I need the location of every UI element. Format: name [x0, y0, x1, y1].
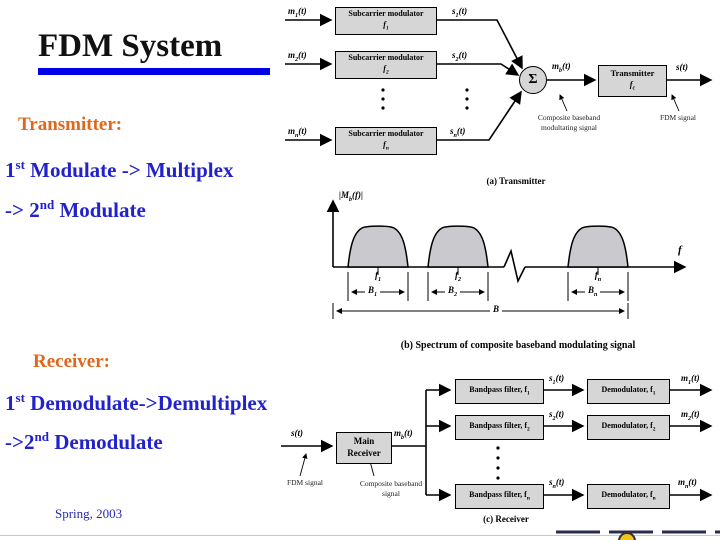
b1-bandwidth-label: B1	[365, 285, 381, 298]
subcarrier-modulator-1-box: Subcarrier modulator f1	[335, 7, 437, 35]
spectrum-humps	[347, 225, 629, 268]
rx-fdm-signal-annotation: FDM signal	[286, 478, 324, 487]
logo-sun-icon	[618, 532, 636, 540]
tx-output-n-label: sn(t)	[450, 126, 466, 139]
summation-node: Σ	[519, 66, 547, 94]
tx-input-1-label: m1(t)	[288, 6, 307, 19]
tx-final-output-label: s(t)	[676, 62, 688, 72]
fn-tick-label: fn	[594, 270, 602, 283]
sigma-symbol: Σ	[528, 72, 538, 87]
fdm-signal-annotation: FDM signal	[659, 113, 697, 122]
page-title: FDM System	[38, 28, 223, 64]
rx-s2-label: s2(t)	[549, 409, 565, 422]
transmitter-step1: 1st Modulate -> Multiplex	[5, 157, 234, 182]
rx-ellipsis-dots	[496, 446, 500, 480]
rx-composite-annotation: Composite baseband signal	[359, 479, 423, 498]
demodulator-2-box: Demodulator, f2	[587, 415, 670, 440]
rx-m1-label: m1(t)	[681, 373, 700, 386]
transmitter-box: Transmitter fc	[598, 65, 667, 97]
bandpass-filter-n-box: Bandpass filter, fn	[455, 484, 544, 509]
rx-mn-label: mn(t)	[678, 477, 697, 490]
rx-s1-label: s1(t)	[549, 373, 565, 386]
total-bandwidth-label: B	[490, 304, 503, 314]
receiver-heading: Receiver:	[33, 351, 110, 372]
spectrum-bandwidth-marks	[332, 267, 629, 319]
spectrum-x-label: f	[678, 244, 682, 256]
b2-bandwidth-label: B2	[445, 285, 461, 298]
tx-diagram-wires	[285, 13, 713, 147]
bandpass-filter-2-box: Bandpass filter, f2	[455, 415, 544, 440]
tx-output-2-label: s2(t)	[452, 50, 468, 63]
main-receiver-box: Main Receiver	[336, 432, 392, 464]
tx-input-2-label: m2(t)	[288, 50, 307, 63]
caption-c-receiver: (c) Receiver	[483, 514, 529, 524]
f1-tick-label: f1	[374, 270, 382, 283]
receiver-step2: ->2nd Demodulate	[5, 429, 163, 454]
rx-composite-label: mb(t)	[394, 428, 413, 441]
bandpass-filter-1-box: Bandpass filter, f1	[455, 379, 544, 404]
tx-output-1-label: s1(t)	[452, 6, 468, 19]
title-underline	[38, 68, 270, 75]
subcarrier-modulator-n-box: Subcarrier modulator fn	[335, 127, 437, 155]
rx-diagram-wires	[281, 383, 713, 502]
demodulator-1-box: Demodulator, f1	[587, 379, 670, 404]
tx-ellipsis-dots	[381, 88, 469, 110]
bottom-decorations	[0, 530, 720, 540]
caption-a-transmitter: (a) Transmitter	[486, 176, 546, 186]
transmitter-step2: -> 2nd Modulate	[5, 197, 146, 222]
spectrum-y-label: |Mb(f)|	[339, 190, 364, 203]
rx-m2-label: m2(t)	[681, 409, 700, 422]
caption-b-spectrum: (b) Spectrum of composite baseband modul…	[400, 340, 636, 351]
composite-signal-label: mb(t)	[552, 61, 571, 74]
demodulator-n-box: Demodulator, fn	[587, 484, 670, 509]
f2-tick-label: f2	[454, 270, 462, 283]
tx-input-n-label: mn(t)	[288, 126, 307, 139]
subcarrier-modulator-2-box: Subcarrier modulator f2	[335, 51, 437, 79]
bn-bandwidth-label: Bn	[585, 285, 601, 298]
rx-sn-label: sn(t)	[549, 477, 565, 490]
receiver-step1: 1st Demodulate->Demultiplex	[5, 390, 268, 415]
composite-baseband-annotation: Composite baseband modultating signal	[537, 113, 601, 132]
slide-footer: Spring, 2003	[55, 506, 123, 521]
rx-input-label: s(t)	[291, 428, 303, 438]
transmitter-heading: Transmitter:	[18, 114, 123, 135]
